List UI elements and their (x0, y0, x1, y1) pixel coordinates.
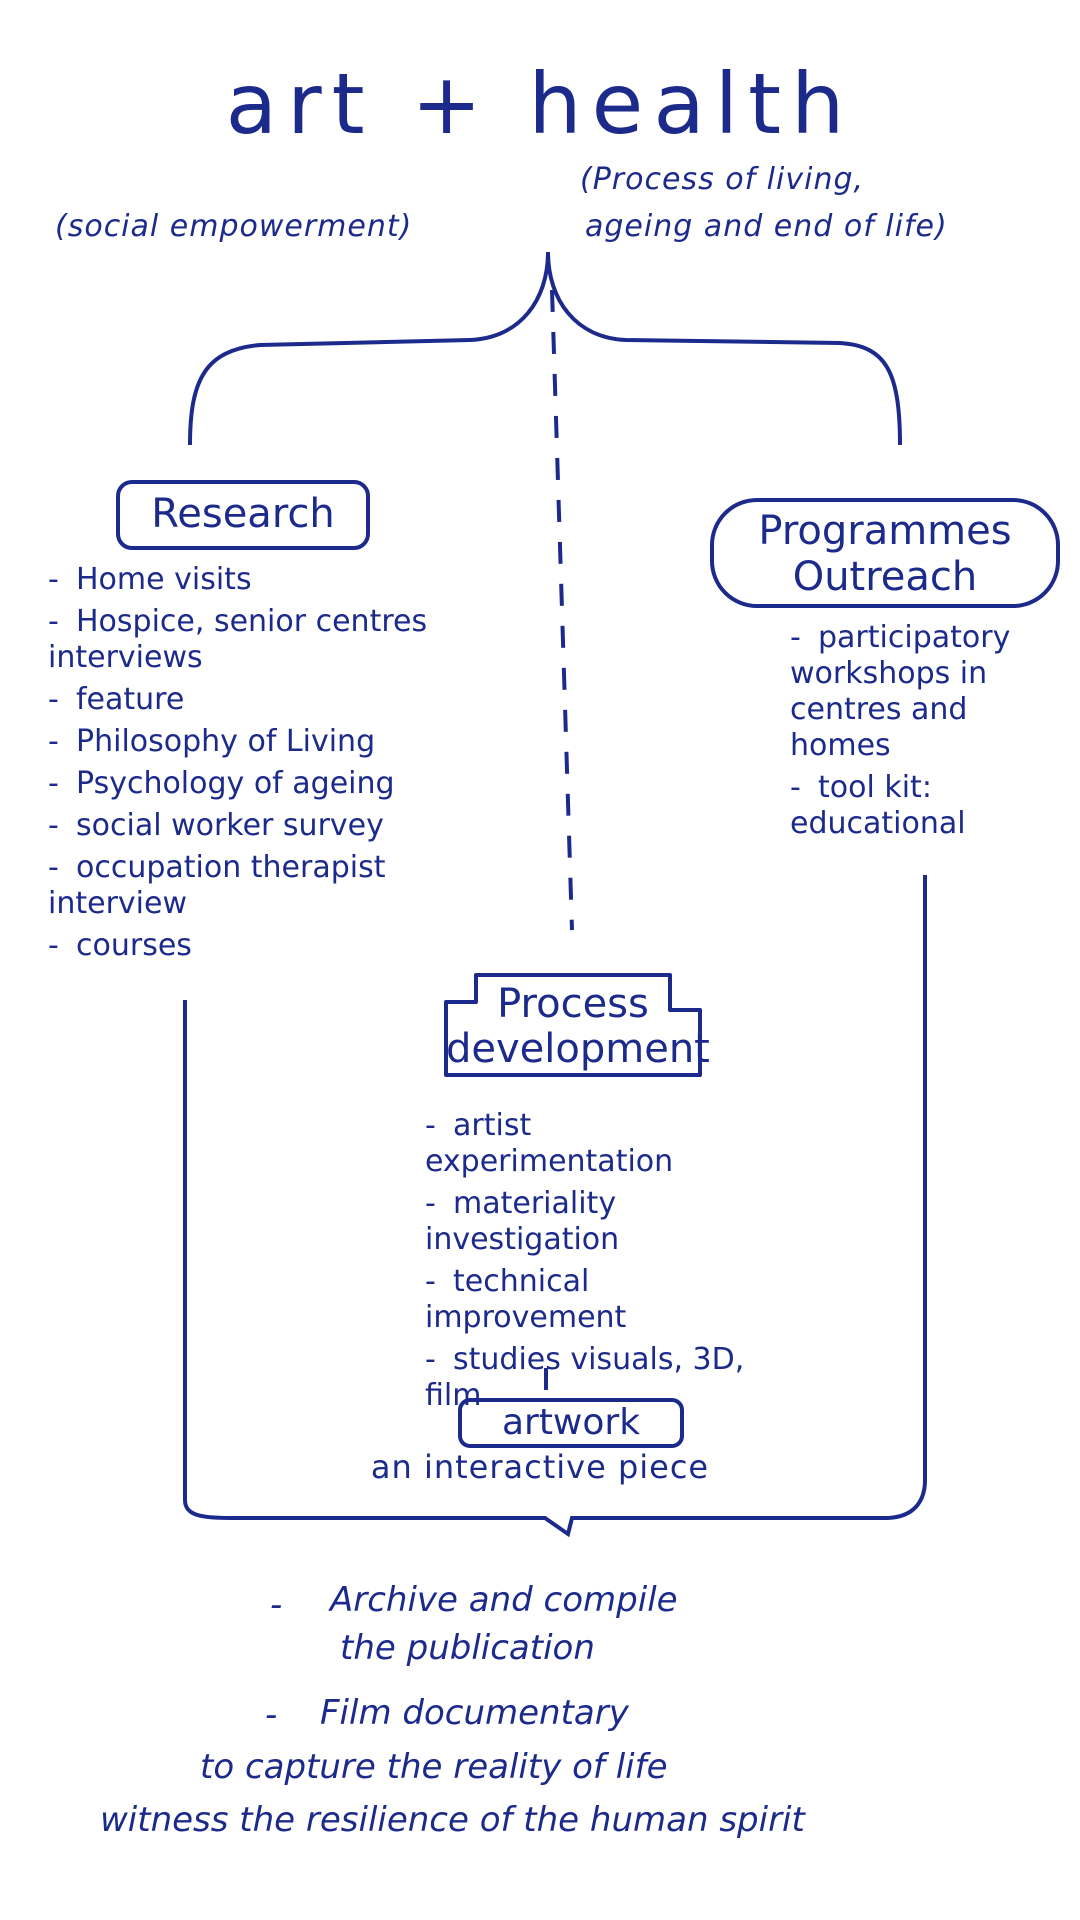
outcome-2-line2: to capture the reality of life (200, 1747, 668, 1787)
process-item: -studies visuals, 3D, film (425, 1342, 745, 1413)
outcome-1-line1: Archive and compile (330, 1580, 678, 1620)
research-item: -Philosophy of Living (48, 724, 376, 759)
programmes-box (710, 498, 1060, 608)
research-item: -Home visits (48, 562, 252, 597)
process-item: -materiality investigation (425, 1186, 620, 1257)
research-item: -occupation therapist interview (48, 850, 386, 921)
artwork-caption: an interactive piece (370, 1448, 710, 1486)
process-box (444, 973, 702, 1077)
subtitle-right-line1: (Process of living, (580, 162, 865, 197)
outcome-dash-2: - (265, 1695, 278, 1735)
artwork-box (458, 1398, 684, 1448)
research-item: -Hospice, senior centres interviews (48, 604, 428, 675)
outcome-1-line2: the publication (340, 1628, 595, 1668)
process-label-line1: Process (497, 981, 649, 1027)
research-box (116, 480, 370, 550)
research-item: -social worker survey (48, 808, 384, 843)
research-item: -feature (48, 682, 185, 717)
subtitle-left: (social empowerment) (55, 209, 413, 244)
research-item: -Psychology of ageing (48, 766, 395, 801)
dashed-center-line (550, 289, 574, 931)
process-item: -technical improvement (425, 1264, 627, 1335)
artwork-label: artwork (501, 1402, 641, 1443)
outcome-2-line1: Film documentary (320, 1693, 629, 1733)
process-item: -artist experimentation (425, 1108, 674, 1179)
programmes-item: -tool kit: educational (790, 770, 966, 841)
programmes-label-line1: Programmes (758, 508, 1012, 554)
outcome-2-line3: witness the resilience of the human spir… (100, 1800, 805, 1840)
process-label-line2: development (446, 1026, 710, 1072)
research-label: Research (151, 491, 335, 537)
subtitle-right-line2: ageing and end of life) (585, 209, 948, 244)
diagram-title: art + health (225, 55, 855, 153)
programmes-item: -participatory workshops in centres and … (790, 620, 1011, 763)
top-brace (188, 251, 902, 446)
programmes-label-line2: Outreach (792, 554, 978, 600)
outcome-dash-1: - (270, 1585, 283, 1625)
bottom-bracket (183, 875, 927, 1538)
programmes-list: -participatory workshops in centres and … (790, 620, 1060, 848)
research-list: -Home visits -Hospice, senior centres in… (48, 562, 478, 970)
process-list: -artist experimentation -materiality inv… (425, 1108, 765, 1420)
research-item: -courses (48, 928, 192, 963)
